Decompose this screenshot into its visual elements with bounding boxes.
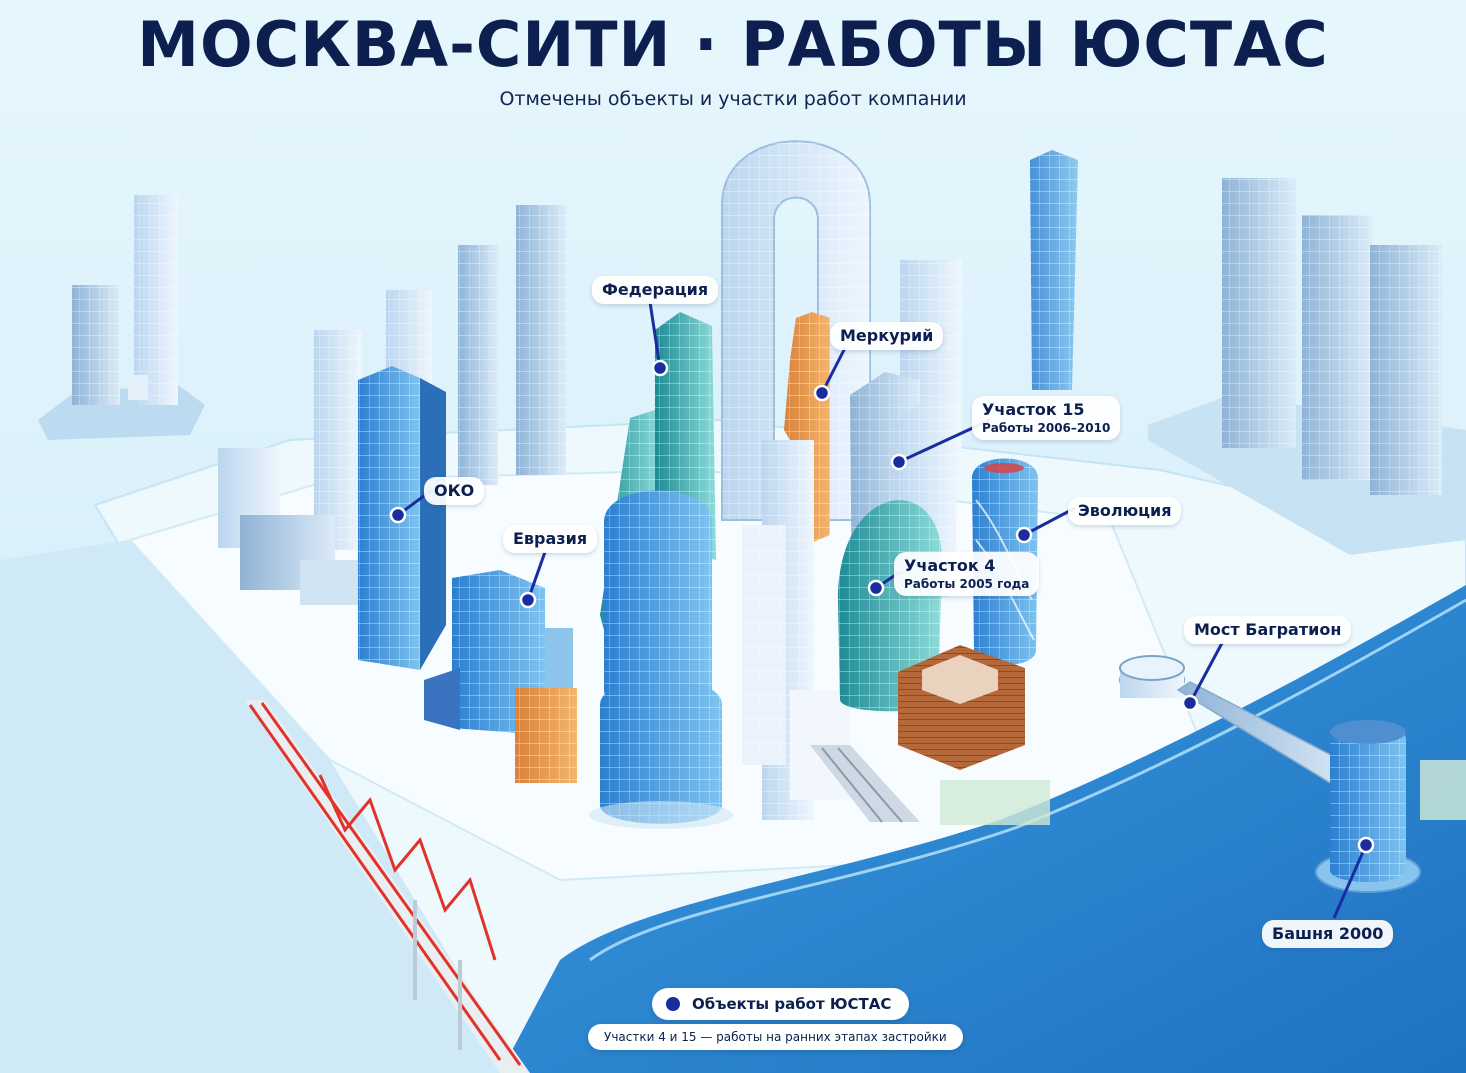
label-mercury[interactable]: Меркурий (830, 322, 944, 350)
label-mercury-text: Меркурий (840, 326, 934, 345)
label-plot15-sub: Работы 2006–2010 (982, 421, 1111, 435)
page-subtitle: Отмечены объекты и участки работ компани… (499, 88, 967, 110)
marker-bagration[interactable] (1181, 642, 1224, 712)
label-oko[interactable]: ОКО (424, 477, 485, 505)
label-eurasia[interactable]: Евразия (503, 525, 598, 553)
label-tower2000[interactable]: Башня 2000 (1262, 920, 1394, 948)
marker-federation[interactable] (648, 301, 669, 377)
label-eurasia-text: Евразия (513, 529, 588, 548)
label-oko-text: ОКО (434, 481, 475, 500)
legend-main-text: Объекты работ ЮСТАС (692, 995, 892, 1013)
label-federation[interactable]: Федерация (592, 276, 719, 304)
label-plot4[interactable]: Участок 4 Работы 2005 года (894, 552, 1040, 596)
marker-evolution[interactable] (1015, 506, 1076, 544)
label-federation-text: Федерация (602, 280, 709, 299)
label-plot15[interactable]: Участок 15 Работы 2006–2010 (972, 396, 1121, 440)
marker-eurasia[interactable] (519, 551, 547, 609)
page-title: МОСКВА-СИТИ · РАБОТЫ ЮСТАС (137, 8, 1329, 81)
marker-tower2000[interactable] (1332, 836, 1375, 919)
legend: Объекты работ ЮСТАС (652, 988, 910, 1020)
label-evolution-text: Эволюция (1078, 501, 1172, 520)
label-bagration[interactable]: Мост Багратион (1184, 616, 1352, 644)
label-plot15-text: Участок 15 (982, 400, 1085, 419)
legend-note-text: Участки 4 и 15 — работы на ранних этапах… (604, 1030, 947, 1044)
label-plot4-text: Участок 4 (904, 556, 996, 575)
label-plot4-sub: Работы 2005 года (904, 577, 1030, 591)
legend-note: Участки 4 и 15 — работы на ранних этапах… (588, 1024, 963, 1050)
label-bagration-text: Мост Багратион (1194, 620, 1342, 639)
marker-mercury[interactable] (813, 347, 847, 402)
legend-marker-icon (666, 997, 680, 1011)
label-tower2000-text: Башня 2000 (1272, 924, 1384, 943)
label-evolution[interactable]: Эволюция (1068, 497, 1182, 525)
